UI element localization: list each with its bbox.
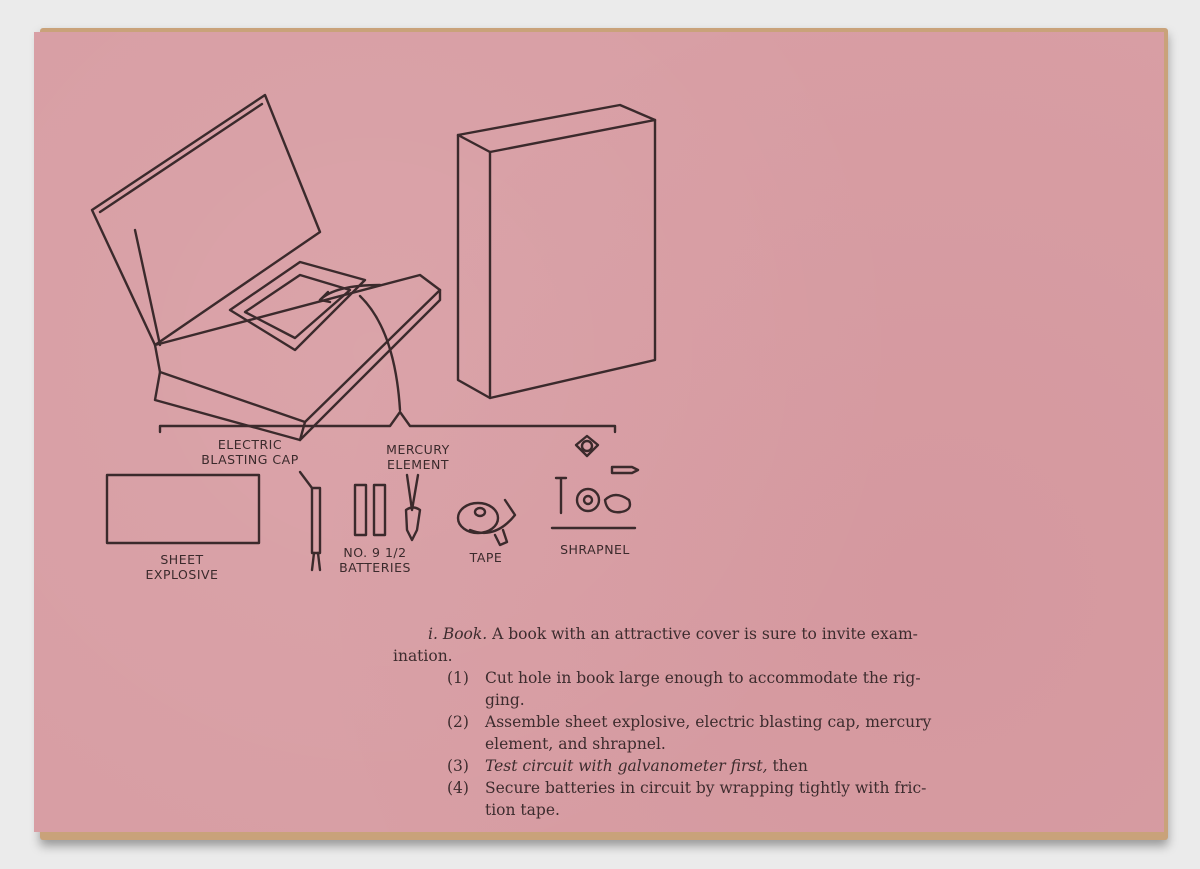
shrapnel-drawing <box>550 434 640 530</box>
sheet-explosive-drawing <box>105 473 261 545</box>
intro-line-2: ination. <box>393 647 453 665</box>
intro-line-1: i. Book. A book with an attractive cover… <box>428 625 918 643</box>
pink-card <box>34 32 1164 832</box>
open-book-drawing <box>90 93 442 442</box>
list-item-4: (4)Secure batteries in circuit by wrappi… <box>447 779 927 797</box>
bracket <box>158 410 617 434</box>
label-shrapnel: SHRAPNEL <box>560 542 630 557</box>
list-item-4-cont: tion tape. <box>485 801 560 819</box>
closed-book-drawing <box>456 103 657 400</box>
tape-drawing <box>456 498 517 547</box>
blasting-cap-drawing <box>298 470 322 572</box>
list-item-1: (1)Cut hole in book large enough to acco… <box>447 669 921 687</box>
mercury-element-drawing <box>404 473 422 542</box>
list-item-1-cont: ging. <box>485 691 525 709</box>
list-item-3: (3)Test circuit with galvanometer first,… <box>447 757 808 775</box>
batteries-drawing <box>353 483 387 537</box>
label-tape: TAPE <box>469 550 503 565</box>
list-item-2: (2)Assemble sheet explosive, electric bl… <box>447 713 932 731</box>
list-item-2-cont: element, and shrapnel. <box>485 735 666 753</box>
